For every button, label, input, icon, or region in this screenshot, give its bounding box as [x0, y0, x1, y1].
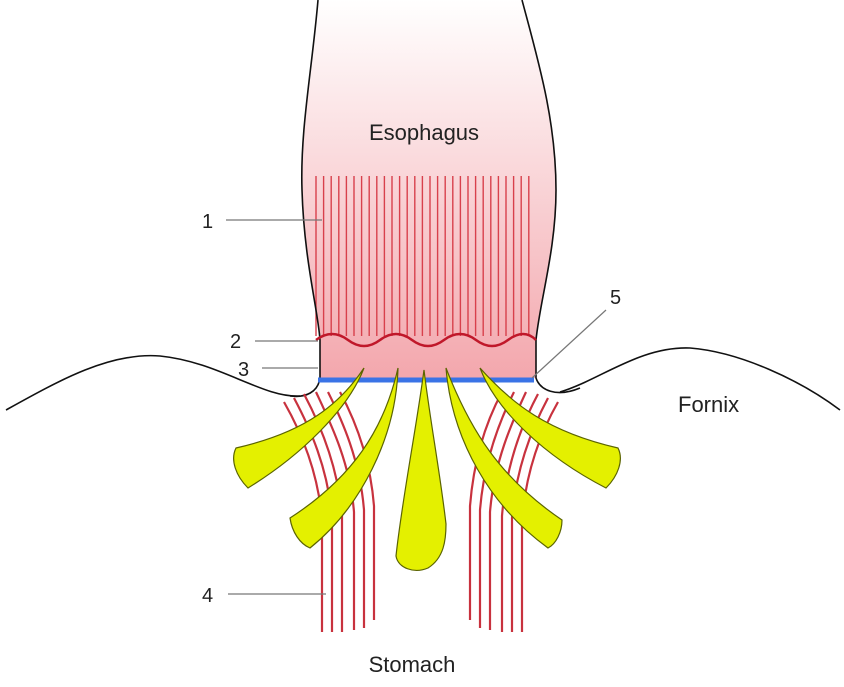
stomach-fornix-left-contour [6, 356, 300, 410]
label-number-4: 4 [202, 585, 213, 607]
label-number-2: 2 [230, 331, 241, 353]
label-number-1: 1 [202, 211, 213, 233]
esophagus-tube [302, 0, 556, 378]
label-number-3: 3 [238, 359, 249, 381]
sling-fiber-center [396, 370, 446, 570]
fornix-label: Fornix [678, 392, 739, 417]
label-number-5: 5 [610, 287, 621, 309]
sling-fibers [234, 368, 621, 570]
stomach-label: Stomach [369, 652, 456, 677]
leader-line-5 [532, 310, 606, 378]
esophagus-label: Esophagus [369, 120, 479, 145]
